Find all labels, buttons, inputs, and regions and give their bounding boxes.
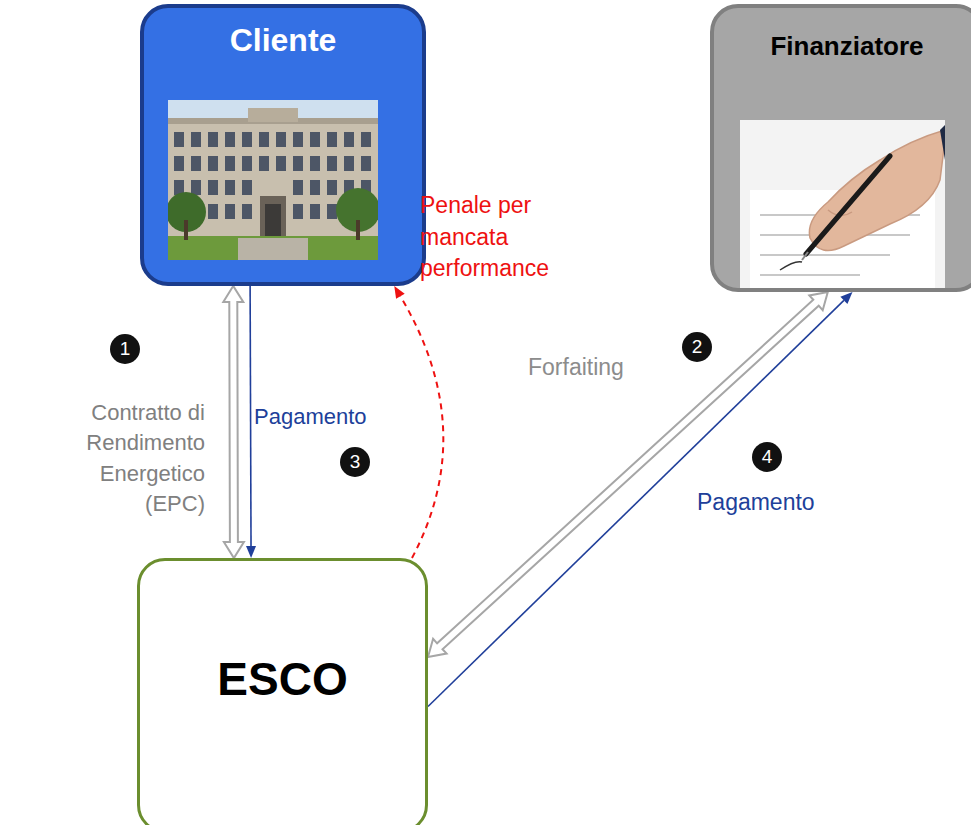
callout-number: 4	[752, 442, 782, 472]
connector	[428, 292, 852, 707]
connector	[223, 286, 244, 558]
edge-label: Pagamento	[697, 487, 815, 519]
node-title: Cliente	[144, 22, 422, 59]
client-box: Cliente	[140, 4, 426, 286]
financier-box: Finanziatore	[710, 4, 971, 292]
connector	[428, 292, 828, 657]
callout-number: 3	[340, 447, 370, 477]
edge-label: Forfaiting	[528, 352, 624, 384]
edge-label: Contratto di Rendimento Energetico (EPC)	[55, 398, 205, 519]
node-title: Finanziatore	[714, 32, 971, 62]
edge-label: Penale per mancata performance	[420, 190, 605, 285]
callout-number: 2	[682, 332, 712, 362]
edge-label: Pagamento	[254, 402, 367, 432]
esco-box: ESCO	[137, 558, 428, 825]
connector	[394, 286, 443, 558]
node-title: ESCO	[140, 653, 425, 706]
callout-number: 1	[110, 334, 140, 364]
school-building-illustration	[168, 100, 378, 264]
signing-hand-illustration	[740, 120, 945, 292]
